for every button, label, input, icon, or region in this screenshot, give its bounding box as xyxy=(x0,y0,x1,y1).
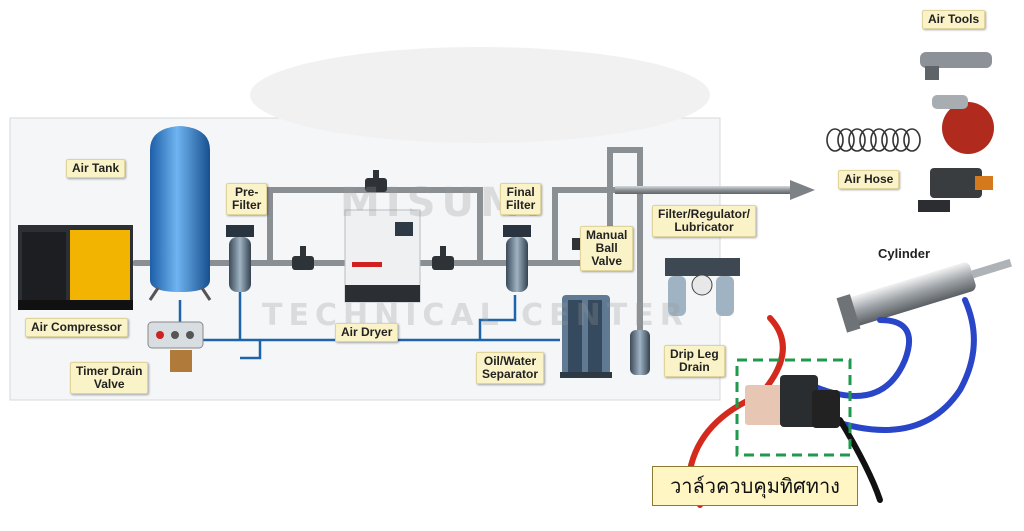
oil-water-separator xyxy=(560,295,612,378)
label-oil-water-separator: Oil/Water Separator xyxy=(476,352,545,384)
label-cylinder: Cylinder xyxy=(878,246,931,261)
label-air-compressor: Air Compressor xyxy=(25,318,128,337)
final-filter xyxy=(503,225,531,292)
label-air-tools: Air Tools xyxy=(922,10,986,29)
timer-drain-valve xyxy=(147,321,204,372)
label-frl: Filter/Regulator/ Lubricator xyxy=(652,205,757,237)
label-drip-leg-drain: Drip Leg Drain xyxy=(664,345,725,377)
label-manual-ball-valve: Manual Ball Valve xyxy=(580,226,634,271)
watermark-text: TECHNICAL CENTER xyxy=(262,298,689,333)
air-tank xyxy=(148,126,212,301)
air-compressor xyxy=(18,225,133,310)
label-air-dryer: Air Dryer xyxy=(335,323,399,342)
inline-valves xyxy=(292,170,580,270)
air-dryer xyxy=(344,209,421,303)
solenoid-valve xyxy=(745,375,840,428)
background-blob xyxy=(250,47,710,143)
discharge-pipe-arrow xyxy=(615,180,815,200)
label-final-filter: Final Filter xyxy=(500,183,542,215)
label-pre-filter: Pre- Filter xyxy=(226,183,268,215)
directional-control-valve-label: วาล์วควบคุมทิศทาง xyxy=(652,466,858,506)
label-timer-drain-valve: Timer Drain Valve xyxy=(70,362,149,394)
pre-filter xyxy=(226,225,254,292)
filter-regulator-lubricator xyxy=(665,258,740,316)
label-air-tank: Air Tank xyxy=(66,159,126,178)
air-tools xyxy=(918,52,994,212)
pneumatic-cylinder xyxy=(836,258,1012,333)
air-hose-coil xyxy=(826,128,921,152)
drip-leg-drain xyxy=(630,330,650,375)
valve-highlight-box xyxy=(735,358,852,457)
label-air-hose: Air Hose xyxy=(838,170,900,189)
